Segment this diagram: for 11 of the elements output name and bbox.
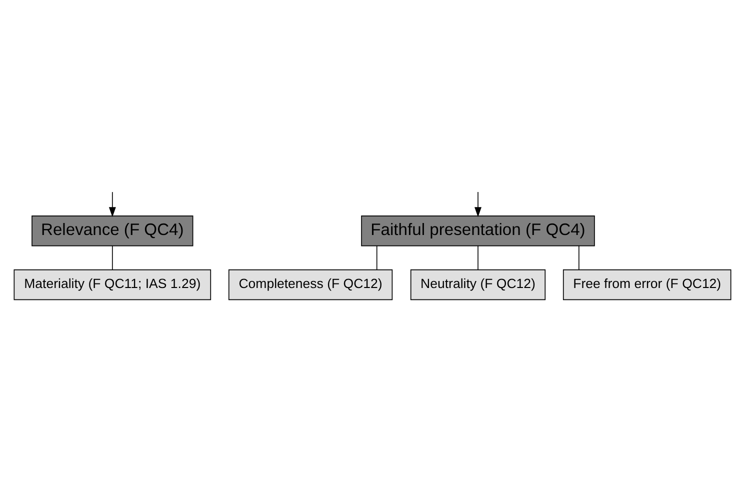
connector: [578, 245, 580, 270]
connector: [112, 245, 113, 270]
node-box: Faithful presentation (F QC4): [361, 216, 595, 246]
node-box: Materiality (F QC11; IAS 1.29): [14, 269, 212, 300]
connector: [376, 245, 378, 270]
node-box: Completeness (F QC12): [228, 269, 393, 300]
node-box: Neutrality (F QC12): [410, 269, 546, 300]
node-box: Free from error (F QC12): [562, 269, 732, 300]
node-box: Relevance (F QC4): [32, 216, 194, 246]
arrow: [474, 192, 482, 218]
arrow: [108, 192, 116, 218]
